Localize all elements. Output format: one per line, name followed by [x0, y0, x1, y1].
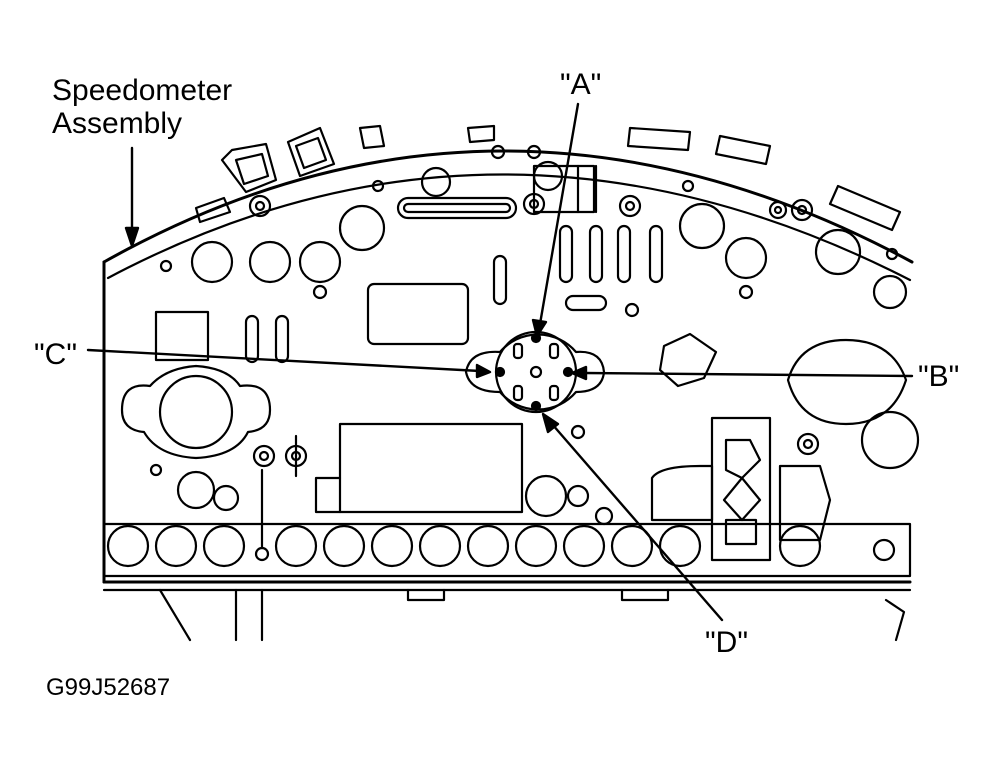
- pin-label-b: "B": [918, 360, 960, 393]
- pin-label-c: "C": [34, 338, 77, 371]
- figure-code: G99J52687: [46, 674, 171, 701]
- leader-b: [582, 371, 914, 378]
- assembly-label: Speedometer Assembly: [52, 74, 232, 140]
- arrowhead-b: [570, 365, 588, 381]
- top-connector-tabs: [194, 124, 902, 232]
- leader-c: [86, 348, 482, 373]
- arrowhead-c: [475, 363, 492, 379]
- leader-arrows: [86, 102, 914, 622]
- pin-label-a: "A": [560, 68, 602, 101]
- arrowhead-d: [541, 412, 560, 434]
- slots: [154, 164, 664, 364]
- pin-label-d: "D": [705, 626, 748, 659]
- middle-features: [120, 332, 920, 562]
- lower-housing: [158, 588, 906, 642]
- leader-a: [538, 102, 580, 326]
- arrowhead-assembly: [124, 226, 140, 248]
- leader-d: [550, 422, 724, 622]
- lattice-circuit: [650, 416, 832, 562]
- bottom-hole-row: [102, 522, 912, 578]
- assembly-label-line1: Speedometer: [52, 74, 233, 107]
- assembly-label-line2: Assembly: [52, 107, 183, 140]
- arrowhead-a: [531, 318, 548, 338]
